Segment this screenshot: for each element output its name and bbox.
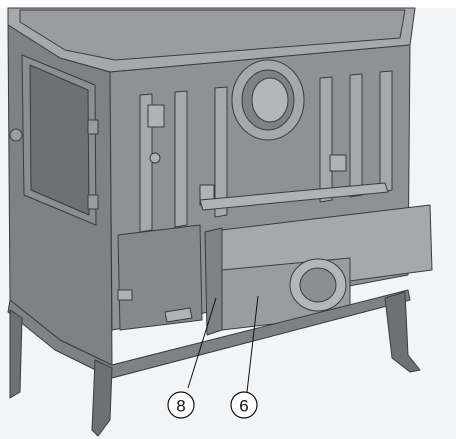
- stove-body: [7, 7, 433, 437]
- callout-8-label: 8: [176, 397, 185, 416]
- callout-8: 8: [167, 391, 195, 419]
- door-hinge-lower: [87, 194, 99, 210]
- stove-base-skirt: [7, 289, 411, 379]
- leader-line-6: [246, 295, 259, 393]
- leg-center: [91, 359, 113, 437]
- leader-line-8: [187, 297, 217, 389]
- rear-bolt: [149, 152, 161, 164]
- callout-6: 6: [230, 391, 258, 419]
- small-clip: [117, 289, 133, 301]
- flue-outlet: [231, 59, 305, 141]
- side-door-handle-icon: [9, 128, 23, 142]
- leg-right: [384, 291, 421, 373]
- rear-ledge: [199, 182, 389, 211]
- stove-top-recess: [19, 9, 406, 61]
- callout-6-label: 6: [239, 397, 248, 416]
- ash-drawer: [204, 204, 433, 336]
- bracket-right: [329, 154, 347, 172]
- door-hinge-upper: [87, 119, 99, 135]
- rear-ribs: [139, 70, 393, 233]
- leg-left-front: [9, 309, 23, 399]
- bracket-left: [147, 104, 165, 128]
- small-tab: [164, 307, 193, 323]
- side-door-glass: [29, 64, 90, 216]
